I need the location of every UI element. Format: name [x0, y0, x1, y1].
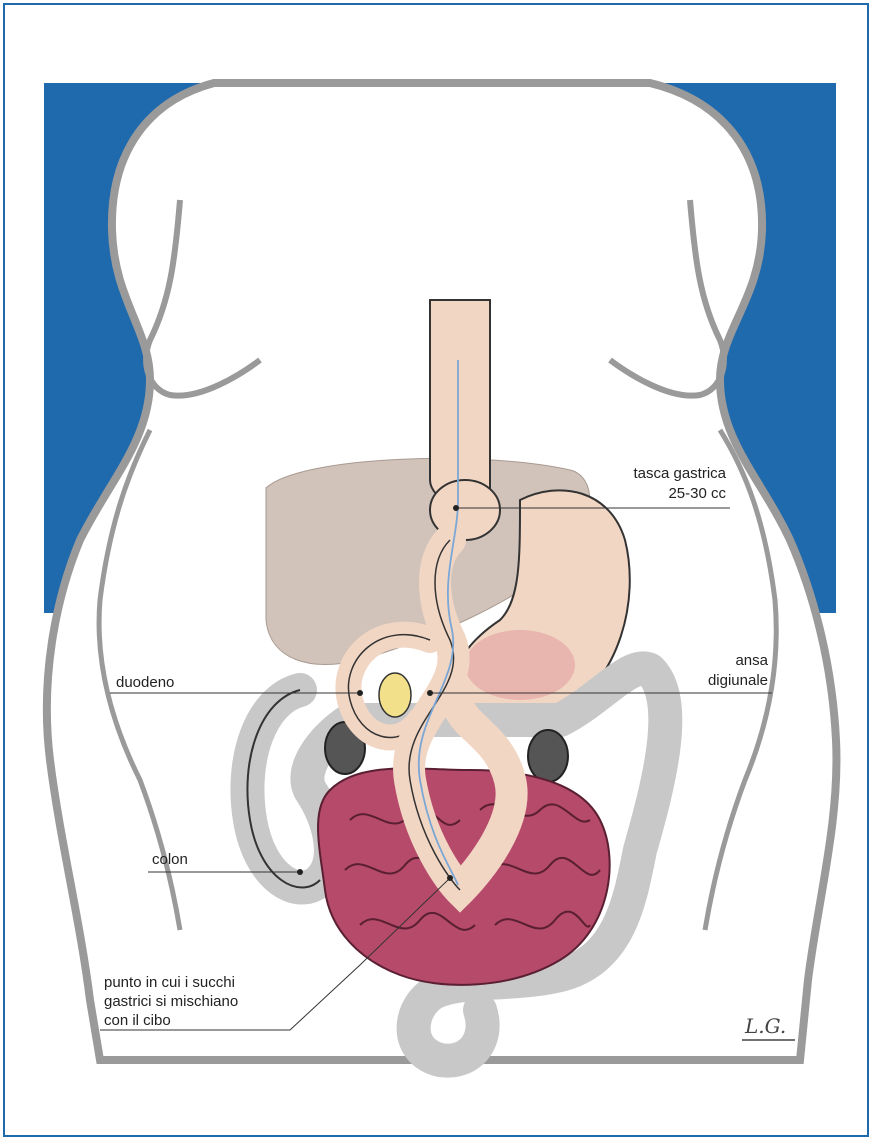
stomach-blush — [465, 630, 575, 700]
colon-label: colon — [152, 851, 188, 868]
esophagus — [430, 300, 490, 508]
pouch-label-line2: 25-30 cc — [668, 485, 726, 502]
junction-label-line1: punto in cui i succhi — [104, 974, 235, 991]
loop-label-line2: digiunale — [708, 672, 768, 689]
right-kidney — [528, 730, 568, 782]
duodenum-label: duodeno — [116, 674, 174, 691]
junction-label-line3: con il cibo — [104, 1012, 171, 1029]
loop-label-line1: ansa — [735, 652, 768, 669]
junction-label-line2: gastrici si mischiano — [104, 993, 238, 1010]
pouch-label-line1: tasca gastrica — [633, 465, 726, 482]
gallbladder — [379, 673, 411, 717]
artist-signature: L.G. — [744, 1014, 786, 1038]
